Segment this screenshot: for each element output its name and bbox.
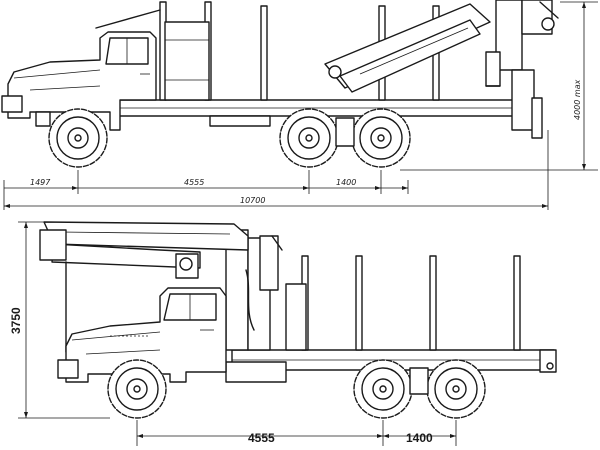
bottom-rear-wheel-2 bbox=[426, 359, 486, 419]
top-headboard bbox=[164, 21, 210, 101]
top-rear-bumper bbox=[531, 97, 543, 139]
top-rear-wheel-2 bbox=[351, 108, 411, 168]
bottom-stakes bbox=[285, 255, 521, 351]
bottom-rear-wheel-1 bbox=[353, 359, 413, 419]
bottom-dimensions: 3750 4555 1400 bbox=[9, 221, 457, 446]
top-crane-boom bbox=[324, 0, 559, 131]
top-truck-view bbox=[1, 0, 559, 168]
dim-bogie-label-top: 1400 bbox=[336, 178, 356, 187]
bottom-cab bbox=[57, 287, 227, 383]
dim-total-length-label: 10700 bbox=[240, 196, 265, 205]
bottom-wheels bbox=[107, 359, 486, 419]
dim-front-overhang-label: 1497 bbox=[30, 178, 51, 187]
bottom-front-wheel bbox=[107, 359, 167, 419]
top-wheels bbox=[48, 108, 411, 168]
bottom-crane bbox=[39, 221, 283, 353]
dim-bogie-label-bottom: 1400 bbox=[406, 431, 433, 445]
top-rear-wheel-1 bbox=[279, 108, 339, 168]
dim-height-label-top: 4000 max bbox=[573, 79, 582, 120]
top-dimensions: 1497 4555 1400 10700 4000 max bbox=[3, 1, 598, 210]
dim-height-label-bottom: 3750 bbox=[9, 307, 23, 334]
dim-wheelbase-label-top: 4555 bbox=[184, 178, 204, 187]
bottom-truck-view bbox=[39, 221, 557, 419]
top-cab bbox=[1, 9, 161, 131]
dim-wheelbase-label-bottom: 4555 bbox=[248, 431, 275, 445]
top-front-wheel bbox=[48, 108, 108, 168]
